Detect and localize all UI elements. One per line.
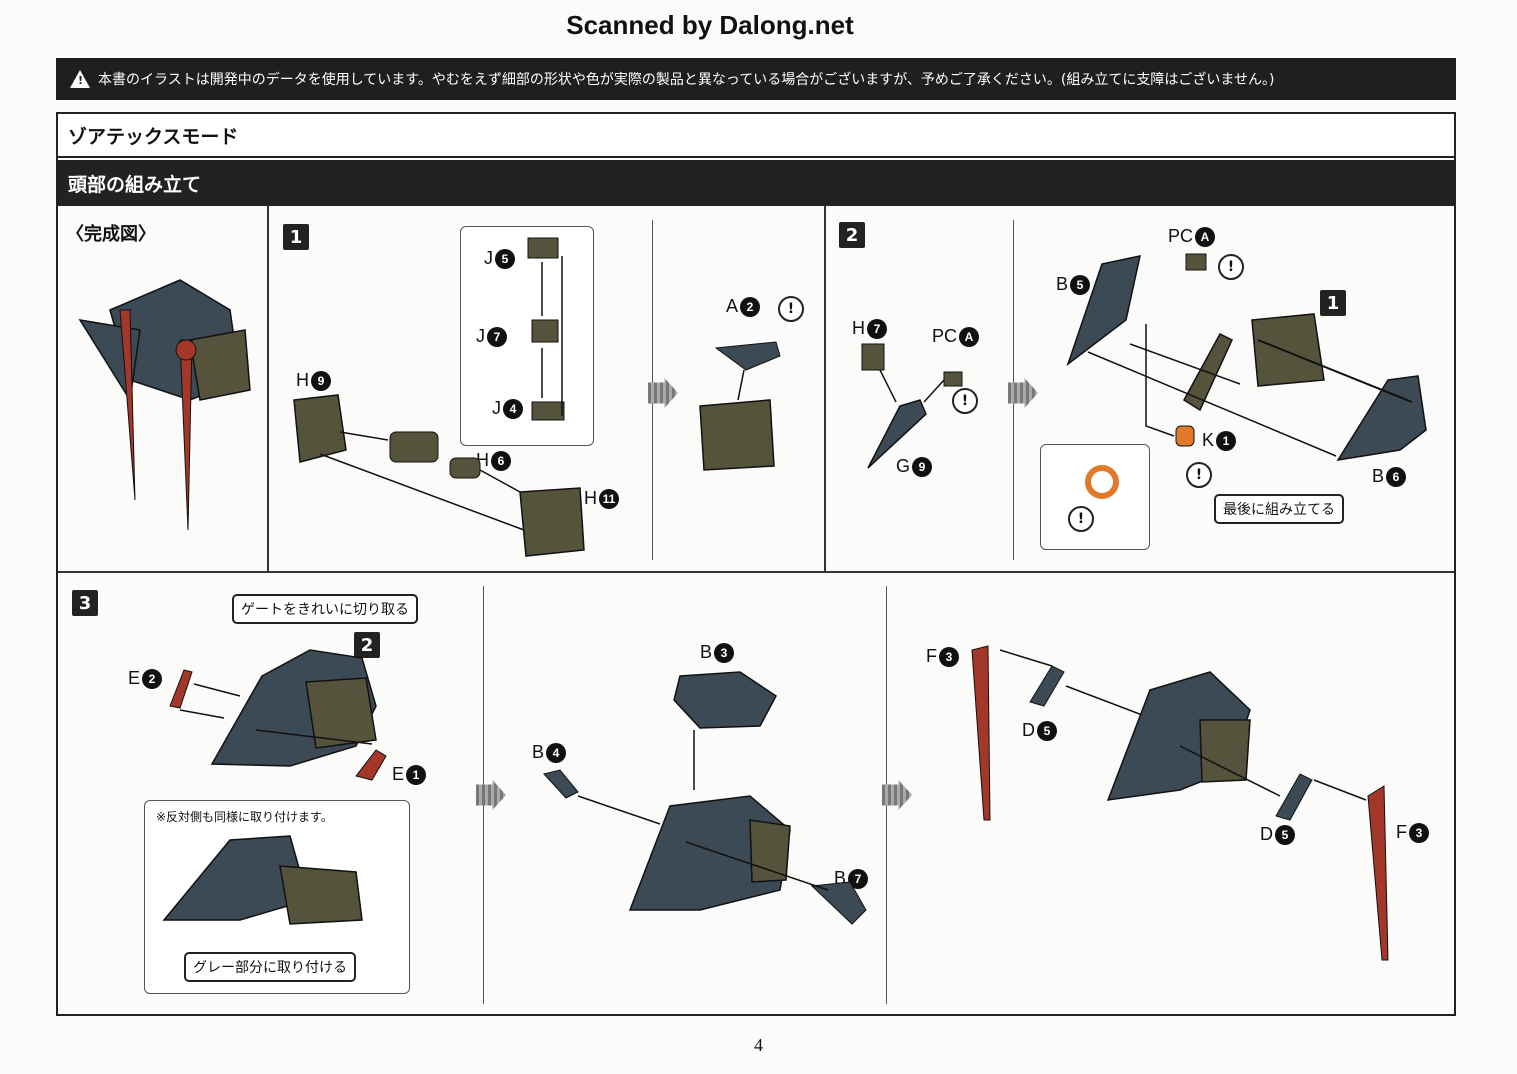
divider bbox=[267, 206, 269, 572]
caution-icon: ! bbox=[1186, 462, 1212, 488]
step3-illustration bbox=[162, 645, 1389, 961]
subassembly-ref-1: 1 bbox=[1320, 290, 1346, 316]
step-number-2: 2 bbox=[839, 222, 865, 248]
section-title: 頭部の組み立て bbox=[58, 160, 1454, 206]
callout-assemble-last: 最後に組み立てる bbox=[1214, 494, 1344, 524]
divider bbox=[824, 206, 826, 572]
caution-icon: ! bbox=[778, 296, 804, 322]
notice-text: 本書のイラストは開発中のデータを使用しています。やむをえず細部の形状や色が実際の… bbox=[98, 72, 1275, 88]
callout-attach-grey: グレー部分に取り付ける bbox=[184, 952, 356, 982]
subassembly-ref-2: 2 bbox=[354, 632, 380, 658]
instruction-frame bbox=[56, 112, 1456, 1016]
page-number: 4 bbox=[754, 1035, 763, 1055]
step-number-1: 1 bbox=[283, 224, 309, 250]
callout-cut-gate: ゲートをきれいに切り取る bbox=[232, 594, 418, 624]
step1-illustration bbox=[293, 237, 781, 557]
notice-bar: ! 本書のイラストは開発中のデータを使用しています。やむをえず細部の形状や色が実… bbox=[56, 58, 1456, 100]
mode-title: ゾアテックスモード bbox=[58, 114, 1454, 158]
warning-icon: ! bbox=[70, 70, 90, 88]
opposite-side-note: ※反対側も同様に取り付けます。 bbox=[156, 810, 333, 824]
divider bbox=[58, 571, 1454, 573]
caution-icon: ! bbox=[1218, 254, 1244, 280]
scan-credit: Scanned by Dalong.net bbox=[566, 10, 854, 40]
step2-illustration bbox=[861, 253, 1427, 499]
step1-subassembly-inset bbox=[460, 226, 594, 446]
completed-head-illustration bbox=[78, 279, 251, 531]
caution-icon: ! bbox=[952, 388, 978, 414]
completed-label: 〈完成図〉 bbox=[66, 224, 156, 244]
caution-icon: ! bbox=[1068, 506, 1094, 532]
step-number-3: 3 bbox=[72, 590, 98, 616]
